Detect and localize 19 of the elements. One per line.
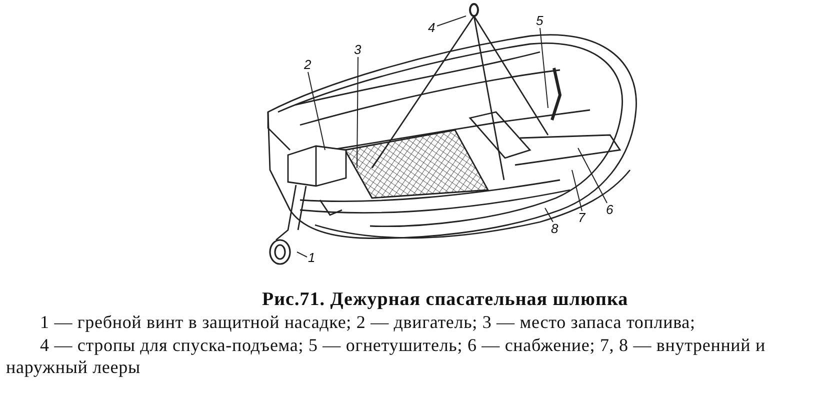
leader-line: [356, 56, 358, 168]
legend-text: 1 — гребной винт в защитной насадке; 2 — двигатель; 3 — место запаса топлива;: [39, 311, 696, 334]
legend-text: 4 — стропы для спуска-подъема; 5 — огнетушитель; 6 — снабжение; 7, 8 — внутренний и наружный лееры: [6, 334, 766, 378]
callout-number: 8: [551, 222, 558, 235]
callout-number: 6: [606, 203, 614, 216]
figure-title: Рис.71. Дежурная спасательная шлюпка: [262, 289, 628, 311]
leader-line: [308, 72, 326, 150]
callout-number: 5: [536, 14, 544, 27]
leader-line: [540, 28, 548, 108]
leader-line: [436, 16, 466, 26]
leader-line: [572, 170, 582, 212]
callout-number: 3: [354, 43, 362, 56]
leader-line: [544, 208, 554, 222]
callout-number: 1: [308, 251, 316, 264]
callout-number: 4: [428, 21, 436, 34]
callout-number: 2: [304, 58, 312, 71]
callout-number: 7: [578, 211, 586, 224]
leader-line: [296, 252, 308, 258]
leader-line: [578, 148, 608, 204]
